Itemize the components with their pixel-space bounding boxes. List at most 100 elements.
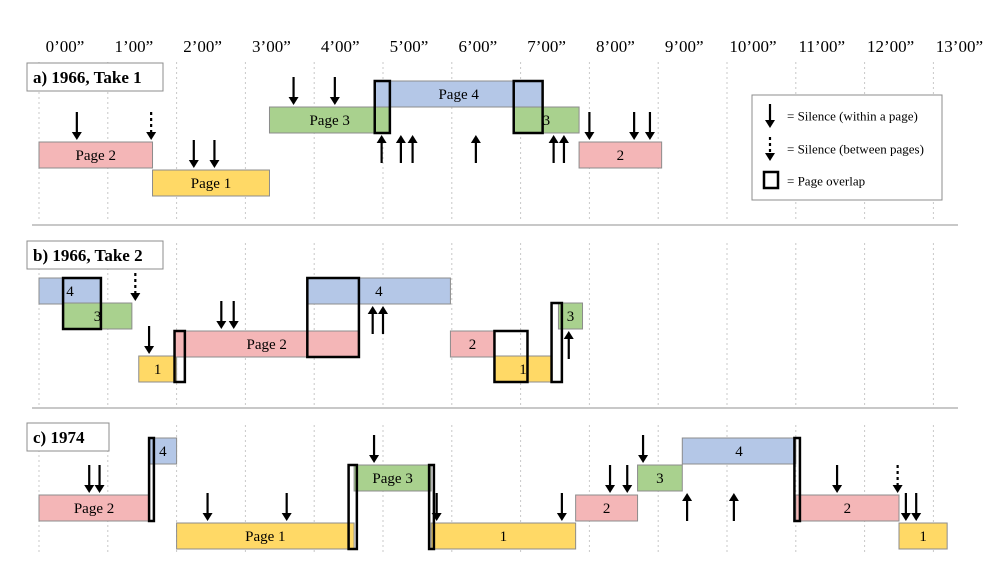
silence-within-arrow-icon — [378, 306, 388, 334]
bar-label: 1 — [500, 529, 508, 545]
bar-label: 4 — [159, 444, 167, 460]
bar-label: 1 — [154, 362, 162, 378]
silence-within-arrow-icon — [281, 493, 292, 521]
bar-page1: 1 — [138, 355, 178, 383]
bar-label: 2 — [469, 337, 477, 353]
section-title-box — [26, 422, 110, 452]
time-tick-label: 9’00” — [665, 37, 704, 56]
bar-page4: Page 4 — [374, 80, 544, 108]
bar-label: 4 — [735, 444, 743, 460]
legend: = Silence (within a page) = Silence (bet… — [751, 94, 943, 201]
overlap-box — [427, 463, 436, 551]
bar-page2: 2 — [449, 330, 495, 358]
time-tick-label: 11’00” — [799, 37, 846, 56]
bar-label: 3 — [656, 471, 664, 487]
bar-page1: 1 — [493, 355, 553, 383]
section-title-box — [26, 62, 164, 92]
silence-within-arrow-icon — [765, 104, 775, 128]
bar-page1: Page 1 — [176, 522, 355, 550]
silence-within-arrow-icon — [644, 112, 655, 140]
bar-label: 3 — [94, 309, 102, 325]
silence-within-arrow-icon — [682, 493, 693, 521]
silence-between-arrow-icon — [146, 112, 157, 140]
silence-within-arrow-icon — [144, 326, 155, 354]
bar-page3: Page 3 — [353, 464, 432, 492]
bar-page2: 2 — [578, 141, 663, 169]
time-tick-label: 6’00” — [458, 37, 497, 56]
bar-label: Page 3 — [309, 113, 349, 129]
bar-label: Page 4 — [438, 87, 479, 103]
bar-label: 4 — [66, 284, 74, 300]
time-tick-label: 3’00” — [252, 37, 291, 56]
silence-within-arrow-icon — [563, 331, 574, 359]
legend-overlap-label: = Page overlap — [787, 174, 865, 189]
bar-page3: 3 — [513, 106, 580, 134]
bar-label: Page 2 — [76, 148, 116, 164]
silence-within-arrow-icon — [832, 465, 843, 493]
legend-solid-arrow-icon — [765, 104, 775, 128]
legend-solid-label: = Silence (within a page) — [787, 109, 918, 124]
section-title: a) 1966, Take 1 — [33, 68, 142, 87]
section-a: Page 2 Page 1 Page 3 Page 4 3 2 a) 1966, Take … — [26, 62, 663, 197]
silence-within-arrow-icon — [329, 77, 340, 105]
legend-dashed-label: = Silence (between pages) — [787, 142, 924, 157]
time-tick-label: 7’00” — [527, 37, 566, 56]
silence-within-arrow-icon — [376, 135, 387, 163]
legend-overlap-icon — [762, 170, 780, 190]
section-separators — [32, 224, 958, 409]
silence-between-arrow-icon — [765, 137, 775, 161]
silence-within-arrow-icon — [228, 301, 239, 329]
bar-label: 2 — [603, 501, 611, 517]
bar-label: 1 — [919, 529, 927, 545]
bar-page2: 2 — [795, 494, 900, 522]
section-title-box — [26, 240, 164, 270]
silence-within-arrow-icon — [556, 493, 567, 521]
overlap-box — [550, 301, 564, 384]
time-tick-label: 8’00” — [596, 37, 635, 56]
bar-label: 3 — [567, 309, 575, 325]
silence-within-arrow-icon — [202, 493, 213, 521]
silence-within-arrow-icon — [431, 493, 442, 521]
silence-between-arrow-icon — [892, 465, 903, 493]
bar-page1: 1 — [430, 522, 577, 550]
bar-label: 4 — [375, 284, 383, 300]
bar-label: 1 — [519, 362, 527, 378]
bar-page4: 4 — [38, 277, 102, 305]
bar-page1: Page 1 — [152, 169, 270, 197]
silence-within-arrow-icon — [288, 77, 299, 105]
bar-page3: 3 — [637, 464, 683, 492]
silence-within-arrow-icon — [900, 493, 911, 521]
silence-within-arrow-icon — [367, 306, 378, 334]
bar-page4: 4 — [306, 277, 451, 305]
silence-within-arrow-icon — [84, 465, 95, 493]
overlap-box — [512, 79, 544, 135]
bar-page3: 3 — [62, 302, 133, 330]
silence-within-arrow-icon — [584, 112, 595, 140]
overlap-box — [173, 329, 187, 384]
silence-within-arrow-icon — [395, 135, 406, 163]
time-tick-label: 2’00” — [183, 37, 222, 56]
bar-page4: 4 — [681, 437, 797, 465]
section-title: b) 1966, Take 2 — [33, 246, 143, 265]
silence-within-arrow-icon — [558, 135, 569, 163]
time-tick-label: 12’00” — [867, 37, 914, 56]
overlap-box — [147, 436, 156, 523]
time-tick-label: 10’00” — [729, 37, 776, 56]
overlap-box — [306, 276, 361, 359]
silence-within-arrow-icon — [407, 135, 418, 163]
overlap-box — [793, 436, 802, 523]
silence-within-arrow-icon — [638, 435, 649, 463]
legend-dashed-arrow-icon — [765, 137, 775, 161]
time-axis-labels: 0’00”1’00”2’00”3’00”4’00”5’00”6’00”7’00”… — [46, 37, 983, 56]
bar-label: Page 1 — [245, 529, 285, 545]
section-title: c) 1974 — [33, 428, 85, 447]
section-b: 4 3 1 Page 2 4 2 1 3 b) 1966, Take 2 — [26, 240, 584, 384]
bar-label: Page 2 — [247, 337, 287, 353]
bar-page2: Page 2 — [174, 330, 360, 358]
bar-page2: Page 2 — [38, 141, 154, 169]
bar-label: 2 — [617, 148, 625, 164]
time-tick-label: 13’00” — [936, 37, 983, 56]
overlap-box — [493, 329, 529, 384]
